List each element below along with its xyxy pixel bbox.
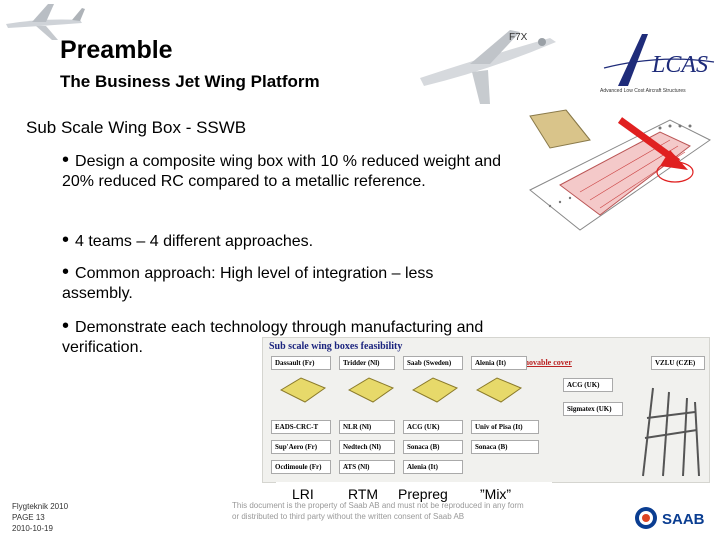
aircraft-model-label: F7X: [509, 32, 528, 43]
footer-event: Flygteknik 2010: [12, 502, 69, 511]
team-cell: ACG (UK): [403, 420, 463, 434]
team-cell: Sonaca (B): [403, 440, 463, 454]
footer-date: 2010-10-19: [12, 524, 53, 533]
saab-logo: SAAB: [635, 507, 705, 529]
tech-label-mix: ”Mix”: [480, 486, 512, 502]
team-cell: Ocdimoule (Fr): [271, 460, 331, 474]
tech-label-rtm: RTM: [348, 486, 379, 502]
section-heading: Sub Scale Wing Box - SSWB: [26, 118, 247, 137]
team-cell: NLR (Nl): [339, 420, 395, 434]
page-subtitle: The Business Jet Wing Platform: [60, 72, 320, 91]
team-cell: Dassault (Fr): [271, 356, 331, 370]
footer-info: Flygteknik 2010 PAGE 13 2010-10-19: [12, 501, 68, 534]
team-cell: Sup'Aero (Fr): [271, 440, 331, 454]
team-cell: VZLU (CZE): [651, 356, 705, 370]
tech-label-lri: LRI: [292, 486, 314, 502]
team-cell: Nedtech (Nl): [339, 440, 395, 454]
bullet-item: •Design a composite wing box with 10 % r…: [62, 149, 502, 190]
team-cell: ATS (Nl): [339, 460, 395, 474]
team-cell: Sigmatex (UK): [563, 402, 623, 416]
page-title: Preamble: [60, 36, 173, 64]
jet-icon: [420, 30, 556, 104]
test-rig-image: [642, 387, 700, 477]
footer-confidential: This document is the property of Saab AB…: [232, 501, 524, 521]
tech-label-prepreg: Prepreg: [398, 486, 448, 502]
svg-text:SAAB: SAAB: [662, 511, 705, 528]
alcas-logo: [603, 34, 715, 86]
team-cell: ACG (UK): [563, 378, 613, 392]
bullet-item: •Demonstrate each technology through man…: [62, 315, 484, 356]
team-cell: Alenia (It): [471, 356, 527, 370]
alcas-logo-text: LCAS: [652, 52, 709, 78]
removable-cover-label: Removable cover: [513, 358, 572, 367]
feasibility-panel: Sub scale wing boxes feasibility Removab…: [262, 337, 710, 483]
technology-bar: [276, 482, 552, 506]
jet-icon: [6, 4, 85, 40]
bullet-item: •Common approach: High level of integrat…: [62, 261, 434, 302]
team-cell: Saab (Sweden): [403, 356, 463, 370]
wing-box-diagram: [529, 109, 711, 231]
bullet-item: •4 teams – 4 different approaches.: [62, 229, 314, 251]
team-cell: EADS-CRC-T: [271, 420, 331, 434]
team-cell: Tridder (Nl): [339, 356, 395, 370]
team-cell: Sonaca (B): [471, 440, 539, 454]
feasibility-title: Sub scale wing boxes feasibility: [269, 341, 403, 352]
wing-box-model: [279, 377, 523, 403]
footer-page: PAGE 13: [12, 513, 45, 522]
team-cell: Alenia (It): [403, 460, 463, 474]
team-cell: Univ of Pisa (It): [471, 420, 539, 434]
alcas-tagline: Advanced Low Cost Aircraft Structures: [600, 88, 686, 94]
